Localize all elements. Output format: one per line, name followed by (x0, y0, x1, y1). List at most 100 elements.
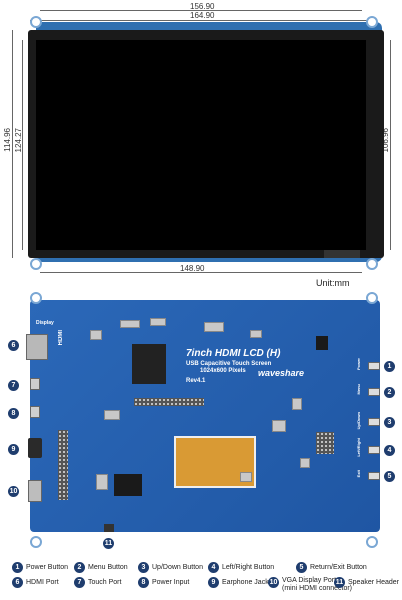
legend-label: Left/Right Button (222, 564, 275, 571)
mount-hole (30, 292, 42, 304)
ic-small (316, 336, 328, 350)
legend-item-earphone-jack: 9 Earphone Jack (208, 577, 269, 588)
component (272, 420, 286, 432)
legend-label: Earphone Jack (222, 579, 269, 586)
component (300, 458, 310, 468)
legend-item-power-input: 8 Power Input (138, 577, 189, 588)
legend-item-up-down-button: 3 Up/Down Button (138, 562, 203, 573)
board-rev: Rev4.1 (186, 378, 206, 384)
component (96, 474, 108, 490)
left-right-button[interactable] (368, 446, 380, 454)
power-usb-port[interactable] (30, 406, 40, 418)
legend-number: 5 (296, 562, 307, 573)
earphone-jack[interactable] (28, 438, 42, 458)
pcb-label-leftright: Left/Right (356, 438, 361, 457)
legend-number: 7 (74, 577, 85, 588)
mount-hole (30, 16, 42, 28)
component (150, 318, 166, 326)
legend-number: 3 (138, 562, 149, 573)
back-board (30, 300, 380, 532)
component (90, 330, 102, 340)
callout-8: 8 (8, 408, 19, 419)
main-ic (132, 344, 166, 384)
component (250, 330, 262, 338)
pcb-label-menu: Menu (356, 384, 361, 395)
legend-label: Touch Port (88, 579, 122, 586)
legend-number: 10 (268, 577, 279, 588)
legend-item-vga-display-port: 10 VGA Display Port (mini HDMI connector… (268, 577, 352, 593)
legend: 1 Power Button 2 Menu Button 3 Up/Down B… (12, 562, 400, 598)
legend-label: Return/Exit Button (310, 564, 367, 571)
callout-11: 11 (103, 538, 114, 549)
component (120, 320, 140, 328)
legend-number: 2 (74, 562, 85, 573)
unit-label: Unit:mm (316, 278, 350, 288)
menu-button[interactable] (368, 388, 380, 396)
legend-label: Up/Down Button (152, 564, 203, 571)
callout-10: 10 (8, 486, 19, 497)
label-display: Display (36, 320, 54, 326)
component (240, 472, 252, 482)
legend-label: Menu Button (88, 564, 128, 571)
legend-number: 11 (334, 577, 345, 588)
pcb-label-updown: Up/Down (356, 412, 361, 430)
ic-bottom-chip (114, 474, 142, 496)
exit-button[interactable] (368, 472, 380, 480)
legend-item-speaker-header: 11 Speaker Header (334, 577, 399, 588)
mount-hole (30, 258, 42, 270)
callout-1: 1 (384, 361, 395, 372)
mount-hole (30, 536, 42, 548)
callout-6: 6 (8, 340, 19, 351)
power-button[interactable] (368, 362, 380, 370)
fpc-connector (324, 250, 360, 258)
legend-number: 9 (208, 577, 219, 588)
legend-label: Power Input (152, 579, 190, 586)
dimension-line-top-outer (30, 20, 375, 21)
pin-header (58, 430, 68, 500)
callout-2: 2 (384, 387, 395, 398)
callout-5: 5 (384, 471, 395, 482)
legend-label: VGA Display Port (282, 577, 337, 584)
dimension-line-bottom (40, 272, 362, 273)
mount-hole (366, 258, 378, 270)
pcb-label-power: Power (356, 358, 361, 371)
lcd-screen (36, 40, 366, 250)
dimension-line-top-inner (40, 10, 362, 11)
dimension-bottom: 148.90 (180, 264, 205, 273)
vga-mini-hdmi-port[interactable] (28, 480, 42, 502)
board-subtitle-2: 1024x600 Pixels (200, 368, 246, 374)
component (204, 322, 224, 332)
dimension-top-inner: 156.90 (190, 2, 215, 11)
pin-header (316, 432, 334, 454)
hdmi-port[interactable] (26, 334, 48, 360)
legend-label: Speaker Header (348, 579, 399, 586)
board-title: 7inch HDMI LCD (H) (186, 348, 281, 359)
legend-number: 6 (12, 577, 23, 588)
callout-3: 3 (384, 417, 395, 428)
component (104, 410, 120, 420)
legend-item-return-exit-button: 5 Return/Exit Button (296, 562, 367, 573)
label-hdmi: HDMI (58, 330, 64, 346)
dimension-line-right (390, 40, 391, 250)
legend-number: 8 (138, 577, 149, 588)
legend-number: 1 (12, 562, 23, 573)
legend-item-power-button: 1 Power Button (12, 562, 68, 573)
touch-usb-port[interactable] (30, 378, 40, 390)
legend-label: Power Button (26, 564, 69, 571)
brand-logo: waveshare (258, 368, 305, 378)
board-subtitle-1: USB Capacitive Touch Screen (186, 361, 272, 367)
callout-9: 9 (8, 444, 19, 455)
dimension-line-left-outer (12, 30, 13, 258)
mount-hole (366, 16, 378, 28)
mount-hole (366, 292, 378, 304)
up-down-button[interactable] (368, 418, 380, 426)
legend-item-hdmi-port: 6 HDMI Port (12, 577, 59, 588)
component (292, 398, 302, 410)
legend-item-menu-button: 2 Menu Button (74, 562, 128, 573)
legend-item-left-right-button: 4 Left/Right Button (208, 562, 274, 573)
legend-item-touch-port: 7 Touch Port (74, 577, 121, 588)
callout-7: 7 (8, 380, 19, 391)
speaker-header[interactable] (104, 524, 114, 532)
pin-header (134, 398, 204, 406)
legend-sublabel: (mini HDMI connector) (282, 585, 353, 592)
